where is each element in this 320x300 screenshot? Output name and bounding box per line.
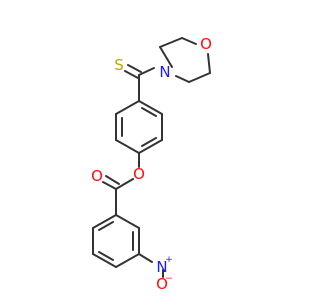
bond-nitrophenyl-6 — [92, 214, 117, 229]
bond-nitrophenyl-3 — [115, 253, 140, 268]
nitro-nitrogen-charge: + — [165, 255, 173, 265]
atom-nitro-oxygen: O — [156, 275, 168, 293]
bond-nitrophenyl-1 — [115, 214, 140, 229]
bond-ester-o-carbonyl — [115, 178, 134, 190]
bond-nitrophenyl-4 — [92, 253, 117, 268]
atom-ester-oxygen: O — [133, 165, 145, 183]
bond-thiocarbonyl-double-a — [124, 70, 139, 79]
bond-phenylene-inner-1 — [141, 107, 157, 117]
bond-phenylene-4 — [115, 139, 140, 154]
bond-phenylene-6 — [115, 100, 140, 115]
bond-nitrophenyl-inner-2 — [98, 251, 114, 261]
atom-nitro-nitrogen: N — [156, 258, 167, 276]
atom-carbonyl-oxygen: O — [91, 167, 103, 185]
nitro-oxygen-charge: − — [165, 274, 173, 284]
bond-phenylene-3 — [138, 139, 163, 154]
bond-morpholine-6 — [175, 75, 190, 83]
bond-morpholine-3 — [181, 37, 197, 45]
bond-morpholine-2 — [159, 37, 183, 48]
bond-carbonyl-double-a — [102, 181, 117, 190]
atom-sulfur: S — [114, 56, 124, 74]
bond-morpholine-1 — [159, 46, 173, 68]
bond-morpholine-5 — [188, 72, 211, 83]
bond-thioamide-cn — [138, 67, 155, 76]
molecule-structure: S N O O O N + O − — [91, 35, 212, 293]
bond-phenylene-inner-2 — [141, 137, 157, 147]
bond-aryl-nitro-n — [138, 253, 153, 263]
atom-morpholine-nitrogen: N — [159, 63, 170, 81]
atom-morpholine-oxygen: O — [200, 35, 212, 53]
bond-layer — [92, 37, 211, 278]
bond-thiocarbonyl-double-b — [127, 64, 142, 73]
bond-nitrophenyl-inner-3 — [98, 221, 114, 231]
bond-morpholine-4 — [207, 53, 211, 74]
bond-phenylene-1 — [138, 100, 163, 115]
bond-carbonyl-double-b — [105, 175, 120, 185]
atom-label-layer: S N O O O N + O − — [91, 35, 212, 293]
